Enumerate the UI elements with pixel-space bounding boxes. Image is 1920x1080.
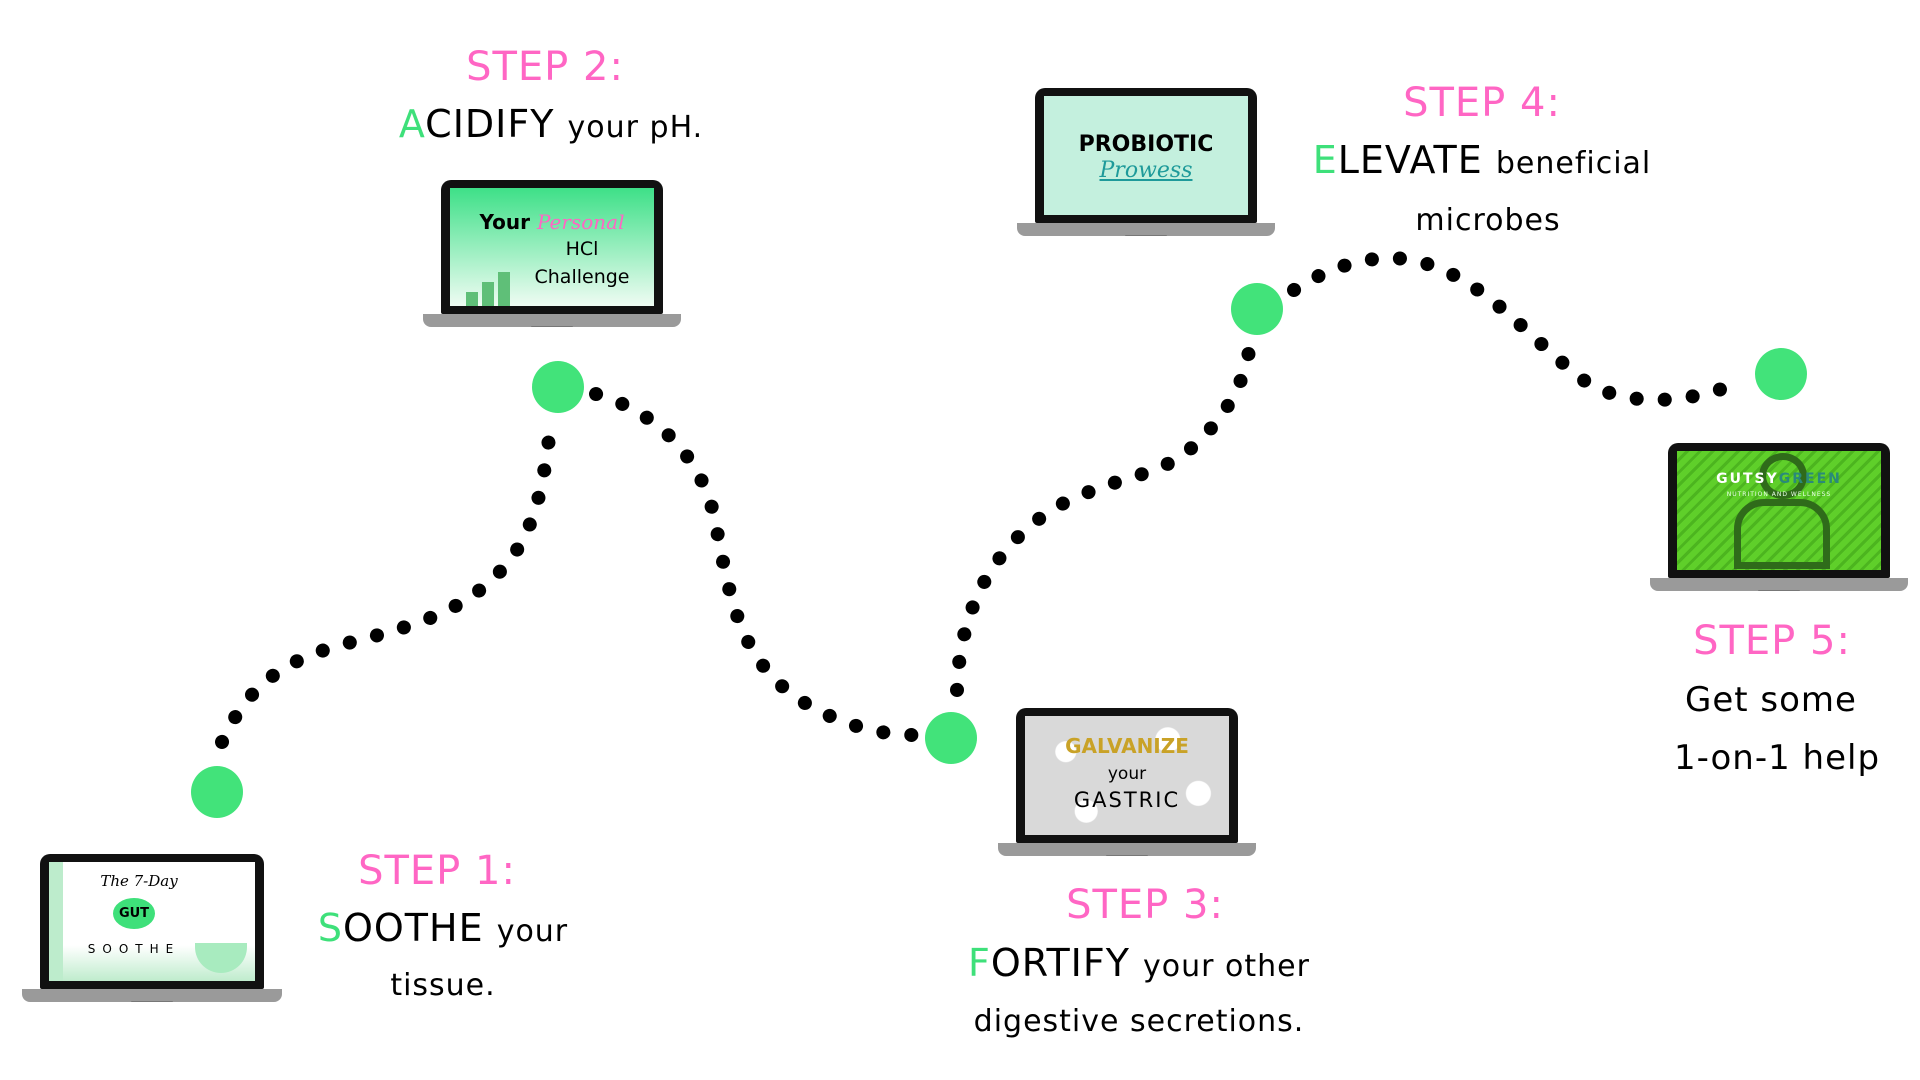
screen-badge: GUT bbox=[63, 898, 255, 930]
screen-line3: GASTRIC bbox=[1073, 788, 1181, 813]
laptop-base bbox=[22, 988, 282, 1002]
screen-line1: Your Personal bbox=[450, 210, 654, 234]
step-4-node bbox=[1231, 283, 1283, 335]
gut-badge: GUT bbox=[112, 898, 156, 930]
step-1-tail: your bbox=[496, 914, 569, 949]
screen-line3: Challenge bbox=[534, 266, 630, 289]
step-3-label: STEP 3: bbox=[1066, 882, 1224, 928]
screen-line2: your bbox=[1107, 764, 1147, 785]
screen-line1: GALVANIZE bbox=[1065, 734, 1189, 759]
step-1-laptop: The 7-Day GUT SOOTHE bbox=[22, 854, 282, 1002]
step-2-headline: ACIDIFY your pH. bbox=[399, 102, 703, 146]
probiotic-prowess-screen: PROBIOTIC Prowess bbox=[1043, 96, 1249, 215]
gut-soothe-screen: The 7-Day GUT SOOTHE bbox=[49, 862, 255, 981]
hcl-challenge-screen: Your Personal HCl Challenge bbox=[449, 188, 655, 306]
step-4-first-letter: E bbox=[1312, 138, 1338, 182]
screen-your: Your bbox=[479, 210, 531, 235]
brand-gutsy: GUTSY bbox=[1716, 471, 1779, 488]
step-3-headline: FORTIFY your other bbox=[968, 941, 1310, 985]
step-1-line2: tissue. bbox=[390, 968, 496, 1003]
step-2-node bbox=[532, 361, 584, 413]
screen-line2: HCl bbox=[565, 238, 599, 261]
mortar-pestle-icon bbox=[194, 942, 247, 973]
laptop-base bbox=[998, 842, 1256, 856]
screen-title-top: The 7-Day bbox=[100, 872, 178, 891]
brand-green: GREEN bbox=[1778, 471, 1842, 488]
step-3-laptop: GALVANIZE your GASTRIC bbox=[998, 708, 1256, 856]
laptop-bezel: PROBIOTIC Prowess bbox=[1035, 88, 1257, 223]
step-4-tail: beneficial bbox=[1495, 146, 1652, 181]
step-5-line1: Get some bbox=[1685, 680, 1857, 720]
step-1-first-letter: S bbox=[317, 906, 343, 950]
laptop-bezel: Your Personal HCl Challenge bbox=[441, 180, 663, 314]
step-5-line2: 1-on-1 help bbox=[1673, 738, 1881, 778]
step-4-headline: ELEVATE beneficial bbox=[1313, 138, 1652, 182]
dotted-path bbox=[215, 251, 1752, 749]
step-2-headline-rest: CIDIFY bbox=[425, 102, 555, 146]
step-2-laptop: Your Personal HCl Challenge bbox=[423, 180, 681, 327]
step-4-headline-rest: LEVATE bbox=[1337, 138, 1483, 182]
screen-tagline: NUTRITION AND WELLNESS bbox=[1726, 491, 1832, 499]
screen-line2: Prowess bbox=[1099, 158, 1193, 184]
person-silhouette-icon bbox=[1758, 453, 1807, 500]
step-2-tail: your pH. bbox=[567, 110, 704, 145]
laptop-base bbox=[1017, 222, 1275, 236]
step-2-label: STEP 2: bbox=[466, 44, 624, 90]
bar-steps-icon bbox=[460, 256, 520, 306]
laptop-bezel: The 7-Day GUT SOOTHE bbox=[40, 854, 264, 989]
gutsy-green-screen: GUTSYGREEN NUTRITION AND WELLNESS bbox=[1676, 451, 1882, 570]
step-1-node bbox=[191, 766, 243, 818]
step-5-laptop: GUTSYGREEN NUTRITION AND WELLNESS bbox=[1650, 443, 1908, 591]
step-3-first-letter: F bbox=[968, 941, 991, 985]
step-3-headline-rest: ORTIFY bbox=[990, 941, 1130, 985]
step-2-first-letter: A bbox=[398, 102, 426, 146]
screen-title-bottom: SOOTHE bbox=[87, 942, 181, 957]
laptop-base bbox=[1650, 577, 1908, 591]
step-5-node bbox=[1755, 348, 1807, 400]
step-4-label: STEP 4: bbox=[1403, 80, 1561, 126]
galvanize-gastric-screen: GALVANIZE your GASTRIC bbox=[1024, 716, 1230, 835]
step-4-line2: microbes bbox=[1415, 203, 1561, 238]
laptop-bezel: GALVANIZE your GASTRIC bbox=[1016, 708, 1238, 843]
person-body-outline bbox=[1734, 499, 1831, 570]
step-5-label: STEP 5: bbox=[1693, 618, 1851, 664]
step-1-label: STEP 1: bbox=[358, 848, 516, 894]
laptop-base bbox=[423, 313, 681, 327]
step-4-laptop: PROBIOTIC Prowess bbox=[1017, 88, 1275, 236]
step-3-tail: your other bbox=[1143, 949, 1310, 984]
step-3-node bbox=[925, 712, 977, 764]
screen-line1: PROBIOTIC bbox=[1078, 132, 1214, 158]
step-3-line2: digestive secretions. bbox=[973, 1004, 1305, 1039]
step-1-headline-rest: OOTHE bbox=[342, 906, 484, 950]
laptop-bezel: GUTSYGREEN NUTRITION AND WELLNESS bbox=[1668, 443, 1890, 578]
step-1-headline: SOOTHE your bbox=[318, 906, 568, 950]
screen-brand: GUTSYGREEN bbox=[1677, 471, 1881, 487]
screen-personal: Personal bbox=[537, 210, 625, 235]
